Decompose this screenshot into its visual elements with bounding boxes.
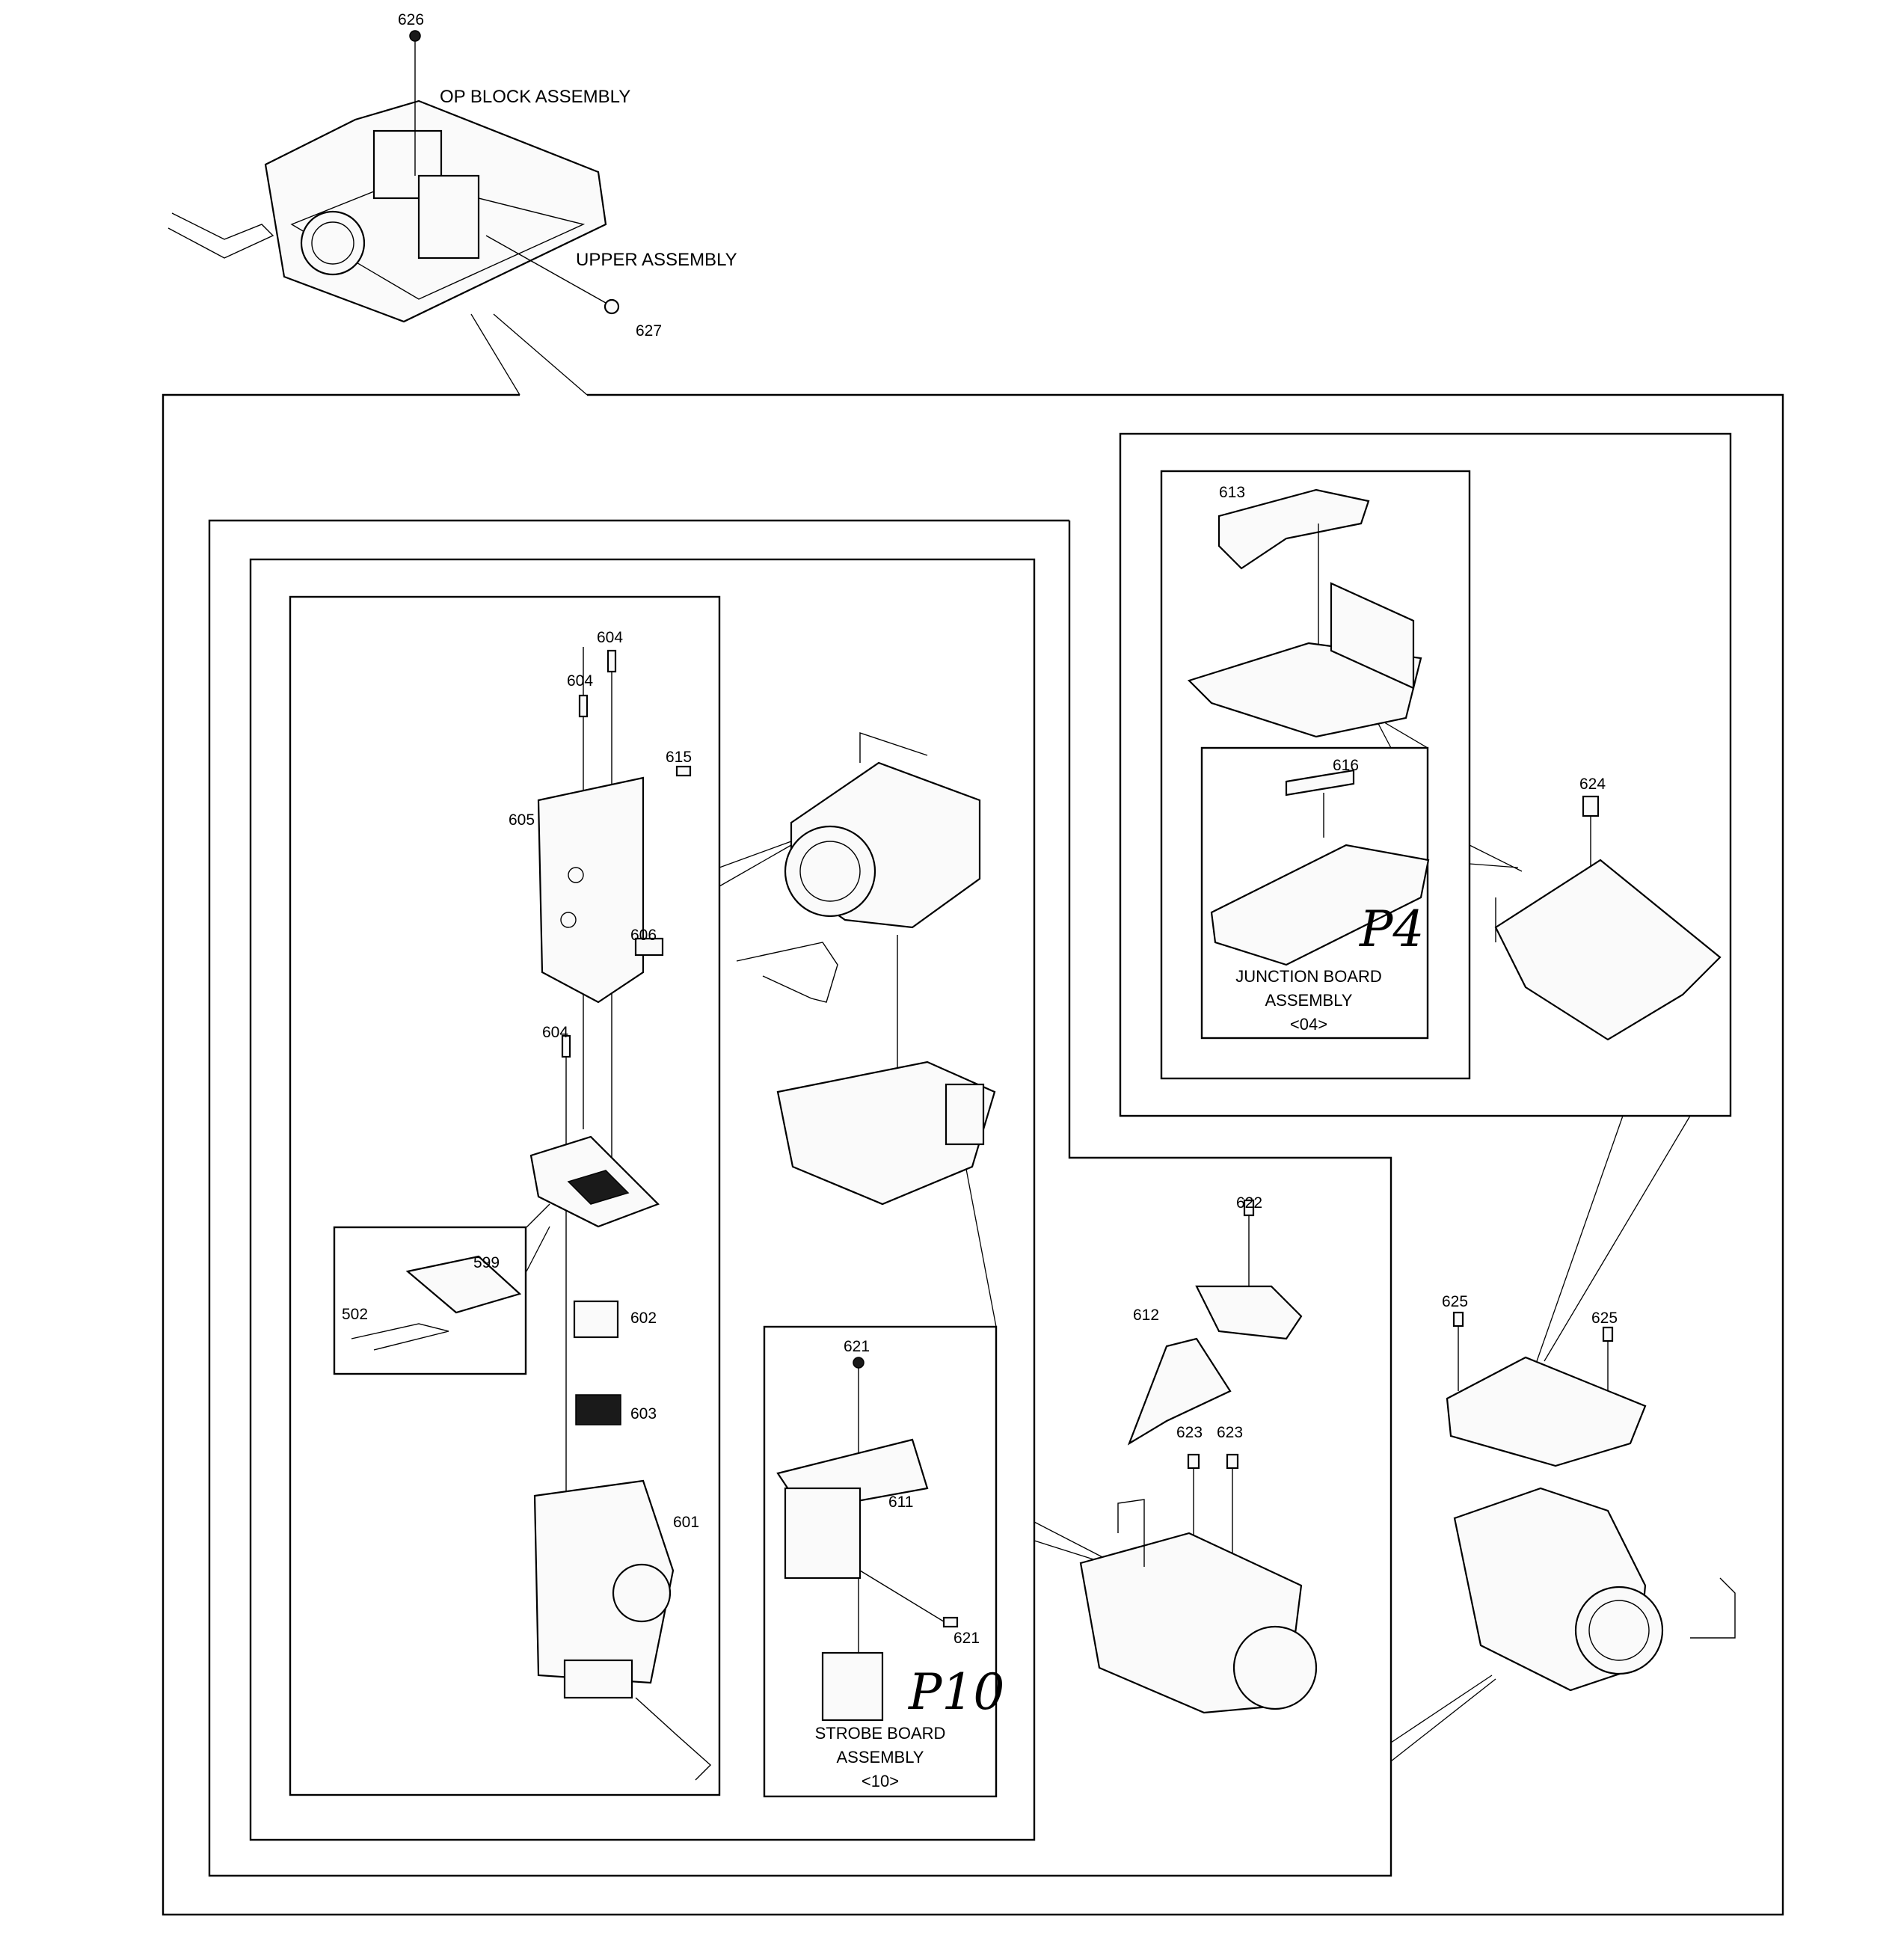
label-603: 603: [630, 1405, 657, 1422]
op-block-assembly-drawing: [168, 30, 620, 323]
label-605: 605: [509, 811, 535, 829]
strobe-caption-code: <10>: [861, 1771, 900, 1790]
label-621-low: 621: [953, 1630, 980, 1647]
label-op-block-assembly: OP BLOCK ASSEMBLY: [440, 87, 631, 107]
label-615: 615: [666, 749, 692, 766]
strobe-page-ref: P10: [909, 1663, 1005, 1721]
sensor-stack-drawing: [351, 647, 712, 1781]
label-502: 502: [342, 1306, 369, 1323]
junction-page-ref: P4: [1360, 900, 1425, 958]
strobe-board-drawing: [776, 1357, 959, 1722]
label-upper-assembly: UPPER ASSEMBLY: [576, 250, 737, 270]
label-613: 613: [1219, 484, 1246, 501]
label-604-low: 604: [542, 1024, 569, 1041]
label-625-left: 625: [1442, 1293, 1469, 1310]
label-599: 599: [473, 1254, 500, 1271]
junction-board-caption: JUNCTION BOARD ASSEMBLY <04>: [1208, 965, 1410, 1037]
junction-board-drawing: [1187, 488, 1430, 966]
label-626: 626: [398, 11, 425, 28]
frame-outlines: [162, 313, 1784, 1916]
label-625-right: 625: [1591, 1310, 1618, 1327]
label-621-top: 621: [844, 1338, 870, 1355]
label-627: 627: [636, 322, 663, 340]
camera-chassis-drawing: [1079, 1199, 1318, 1714]
label-612: 612: [1133, 1307, 1160, 1324]
label-604-mid: 604: [567, 672, 594, 690]
label-624: 624: [1579, 776, 1606, 793]
junction-caption-line2: ASSEMBLY: [1265, 990, 1353, 1010]
strobe-caption-line2: ASSEMBLY: [836, 1747, 924, 1767]
strobe-board-caption: STROBE BOARD ASSEMBLY <10>: [779, 1722, 981, 1793]
label-616: 616: [1333, 757, 1360, 774]
combined-unit-drawing: [1446, 1311, 1736, 1692]
label-611: 611: [888, 1494, 914, 1511]
label-604-top: 604: [597, 629, 624, 646]
frame-assembly-624-drawing: [1494, 795, 1722, 1041]
label-623-right: 623: [1217, 1424, 1244, 1441]
junction-caption-code: <04>: [1289, 1014, 1328, 1034]
label-622: 622: [1236, 1194, 1263, 1212]
lens-unit-drawing: [736, 732, 996, 1206]
junction-caption-line1: JUNCTION BOARD: [1235, 967, 1382, 986]
strobe-caption-line1: STROBE BOARD: [814, 1724, 946, 1743]
label-602: 602: [630, 1310, 657, 1327]
label-606: 606: [630, 927, 657, 944]
label-623-left: 623: [1176, 1424, 1203, 1441]
label-601: 601: [673, 1514, 700, 1531]
